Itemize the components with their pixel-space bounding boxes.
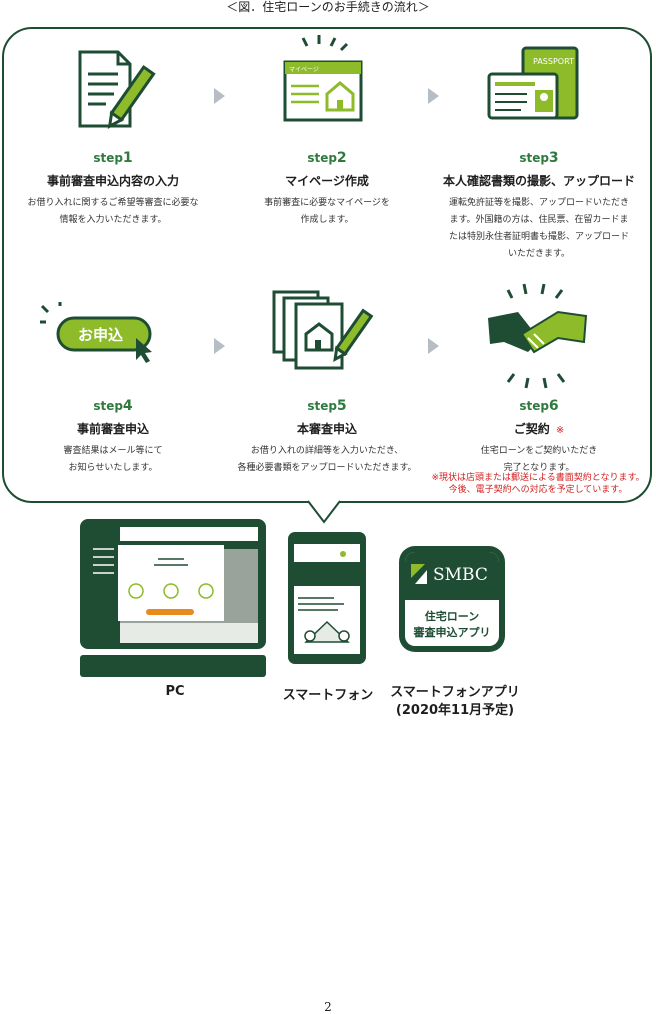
smbc-logo-icon xyxy=(411,564,427,584)
documents-house-pen-icon xyxy=(272,290,374,370)
step-description: お借り入れの詳細等を入力いただき、各種必要書類をアップロードいただきます。 xyxy=(237,446,417,473)
pc-label: PC xyxy=(165,684,185,699)
step-title: 事前審査申込内容の入力 xyxy=(46,174,179,188)
step-description: 運転免許証等を撮影、アップロードいただきます。外国籍の方は、住民票、在留カードま… xyxy=(448,198,629,259)
smartphone-image xyxy=(288,532,366,664)
apply-button-label: お申込 xyxy=(78,326,123,344)
page-number: 2 xyxy=(324,1000,332,1014)
step-description: 住宅ローンをご契約いただき完了となります。 xyxy=(480,446,598,473)
step-6: step6 ご契約※ 住宅ローンをご契約いただき完了となります。 xyxy=(432,398,646,477)
smbc-brand: SMBC xyxy=(433,565,488,585)
bubble-tail xyxy=(307,500,341,524)
step-title: マイページ作成 xyxy=(285,174,369,188)
mypage-window-icon: マイページ xyxy=(283,35,363,122)
step-3: step3 本人確認書類の撮影、アップロード 運転免許証等を撮影、アップロードい… xyxy=(432,150,646,263)
step-arrow xyxy=(214,88,225,104)
app-label: スマートフォンアプリ (2020年11月予定) xyxy=(390,685,520,718)
passport-license-icon: PASSPORT xyxy=(487,46,579,120)
document-pen-icon xyxy=(78,50,156,129)
handshake-icon xyxy=(488,283,588,389)
passport-label: PASSPORT xyxy=(533,57,574,66)
step-4: step4 事前審査申込 審査結果はメール等にてお知らせいたします。 xyxy=(8,398,218,477)
step-arrow xyxy=(214,338,225,354)
step-description: 審査結果はメール等にてお知らせいたします。 xyxy=(63,446,163,473)
figure-caption: ＜図．住宅ローンのお手続きの流れ＞ xyxy=(226,0,430,14)
step-title: 本人確認書類の撮影、アップロード xyxy=(442,174,635,188)
step-number: step5 xyxy=(307,398,347,414)
step-number: step4 xyxy=(93,398,133,414)
step-1: step1 事前審査申込内容の入力 お借り入れに関するご希望等審査に必要な情報を… xyxy=(8,150,218,229)
mypage-bar-label: マイページ xyxy=(289,67,319,74)
step-2: step2 マイページ作成 事前審査に必要なマイページを作成します。 xyxy=(222,150,432,229)
step-5: step5 本審査申込 お借り入れの詳細等を入力いただき、各種必要書類をアップロ… xyxy=(222,398,432,477)
step-title: 事前審査申込 xyxy=(76,422,149,436)
step-title: 本審査申込 xyxy=(296,422,357,436)
footnote-mark: ※ xyxy=(555,425,565,436)
contract-footnote: ※現状は店頭または郵送による書面契約となります。今後、電子契約への対応を予定して… xyxy=(431,473,645,495)
step-number: step1 xyxy=(93,150,133,166)
step-arrow xyxy=(428,338,439,354)
step-description: お借り入れに関するご希望等審査に必要な情報を入力いただきます。 xyxy=(27,198,199,225)
smartphone-label: スマートフォン xyxy=(282,688,374,703)
step-number: step3 xyxy=(519,150,559,166)
step-number: step6 xyxy=(519,398,559,414)
smbc-app-icon: SMBC 住宅ローン 審査申込アプリ xyxy=(399,546,505,652)
app-name-line-2: 審査申込アプリ xyxy=(413,626,491,639)
pc-monitor-image xyxy=(80,519,266,677)
step-description: 事前審査に必要なマイページを作成します。 xyxy=(264,198,390,225)
apply-button-icon: お申込 xyxy=(40,302,152,363)
step-number: step2 xyxy=(307,150,347,166)
app-name-line-1: 住宅ローン xyxy=(424,610,480,623)
step-title: ご契約※ xyxy=(513,422,565,436)
step-arrow xyxy=(428,88,439,104)
